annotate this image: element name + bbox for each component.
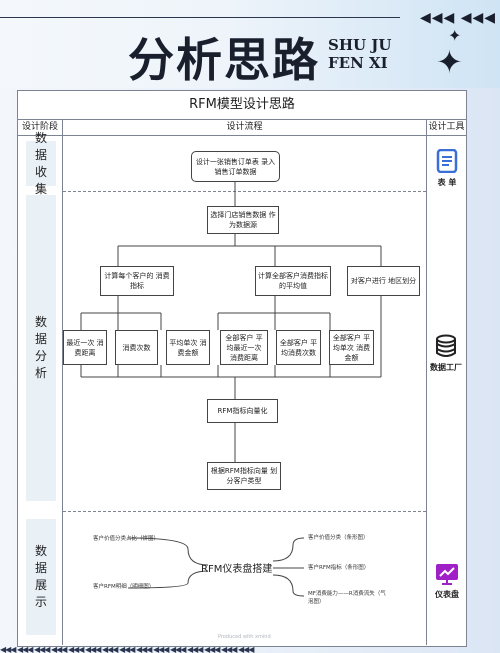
node-label: RFM指标向量化 <box>217 407 268 415</box>
node-label: 最近一次 消费距离 <box>66 338 104 357</box>
section-separator <box>63 511 426 512</box>
form-icon <box>436 148 458 174</box>
node-label: 选择门店销售数据 作为数据源 <box>210 211 276 229</box>
bottom-decoration: ◀◀◀ ◀◀◀ ◀◀◀ ◀◀◀ ◀◀◀ ◀◀◀ ◀◀◀ ◀◀◀ ◀◀◀ ◀◀◀ … <box>0 646 254 653</box>
node-label: 全部客户 平均最近一次 消费距离 <box>225 333 263 362</box>
dashboard-leaf-detail: 客户RFM明细（明细图） <box>93 584 155 590</box>
node-label: 全部客户 平均单次 消费金额 <box>332 333 371 362</box>
flow-node-customer-metrics: 计算每个客户的 消费指标 <box>100 266 174 296</box>
flow-node-vectorize: RFM指标向量化 <box>207 399 278 423</box>
dashboard-leaf-value-bar: 客户价值分类（条形图） <box>308 535 369 541</box>
node-label: 平均单次 消费金额 <box>169 338 207 357</box>
header-rule <box>0 17 400 18</box>
watermark: Produced with xmind <box>218 634 271 640</box>
node-label: 根据RFM指标向量 划分客户类型 <box>210 467 278 485</box>
header-background <box>0 0 500 88</box>
sparkle-large-icon: ✦ <box>436 43 463 81</box>
dashboard-leaf-rfm-bar: 客户RFM指标（条形图） <box>308 565 370 571</box>
flow-node-frequency: 消费次数 <box>115 330 158 365</box>
flow-node-average-metrics: 计算全部客户消费指标 的平均值 <box>255 266 331 296</box>
node-label: 计算全部客户消费指标 的平均值 <box>258 272 328 290</box>
flow-node-avg-recency: 全部客户 平均最近一次 消费距离 <box>220 330 268 365</box>
flow-node-avg-frequency: 全部客户 平均消费次数 <box>276 330 321 365</box>
column-divider-right <box>426 120 427 645</box>
column-divider-left <box>62 120 63 645</box>
decorative-arrows: ◀◀◀ ◀◀◀ <box>420 10 497 26</box>
stage-data-analysis: 数据分析 <box>26 195 56 501</box>
dashboard-leaf-bubble: MF消费能力——R消费流失（气泡图） <box>308 591 386 605</box>
stage-data-display: 数据展示 <box>26 519 56 635</box>
page-title-pinyin: SHU JU FEN XI <box>328 36 392 72</box>
diagram-title: RFM模型设计思路 <box>18 91 466 120</box>
tool-form: 表 单 <box>431 148 463 188</box>
diagram-card: RFM模型设计思路 设计阶段 设计流程 设计工具 数据收集 数据分析 数据展示 <box>17 90 467 647</box>
dashboard-chart-icon <box>435 563 459 585</box>
column-header-stage: 设计阶段 <box>18 120 62 136</box>
node-label: 消费次数 <box>122 343 151 352</box>
flow-node-recency: 最近一次 消费距离 <box>63 330 107 365</box>
column-header-tools: 设计工具 <box>427 120 466 136</box>
stage-data-collection: 数据收集 <box>26 131 56 196</box>
flow-node-region-split: 对客户进行 地区划分 <box>347 266 420 296</box>
stage-label: 数据收集 <box>34 130 47 196</box>
tool-dashboard-label: 仪表盘 <box>435 590 459 599</box>
flow-node-select-data-source: 选择门店销售数据 作为数据源 <box>207 206 279 234</box>
tool-data-factory-label: 数据工厂 <box>430 363 462 372</box>
node-label: 计算每个客户的 消费指标 <box>104 272 170 290</box>
pinyin-line-2: FEN XI <box>328 54 388 72</box>
sparkle-small-icon: ✦ <box>448 26 462 45</box>
node-label: 全部客户 平均消费次数 <box>279 338 318 357</box>
flow-node-segment-customers: 根据RFM指标向量 划分客户类型 <box>207 462 281 490</box>
tool-dashboard: 仪表盘 <box>430 563 464 600</box>
connector-lines <box>80 182 382 597</box>
node-label: 对客户进行 地区划分 <box>350 277 417 285</box>
flow-node-create-order-table: 设计一张销售订单表 录入销售订单数据 <box>191 151 280 182</box>
database-icon <box>435 334 457 358</box>
column-header-flow: 设计流程 <box>63 120 426 136</box>
pinyin-line-1: SHU JU <box>328 36 392 54</box>
dashboard-center-label: RFM仪表盘搭建 <box>201 564 273 575</box>
flow-node-monetary: 平均单次 消费金额 <box>166 330 210 365</box>
section-separator <box>63 191 426 192</box>
node-label: 设计一张销售订单表 录入销售订单数据 <box>195 157 276 176</box>
tool-data-factory: 数据工厂 <box>426 334 466 373</box>
flow-node-avg-monetary: 全部客户 平均单次 消费金额 <box>329 330 374 365</box>
page-title: 分析思路 <box>128 33 320 87</box>
tool-form-label: 表 单 <box>437 178 457 187</box>
stage-label: 数据分析 <box>34 315 47 380</box>
stage-label: 数据展示 <box>34 544 47 609</box>
dashboard-leaf-pie: 客户价值分类占比（饼图） <box>93 536 160 542</box>
